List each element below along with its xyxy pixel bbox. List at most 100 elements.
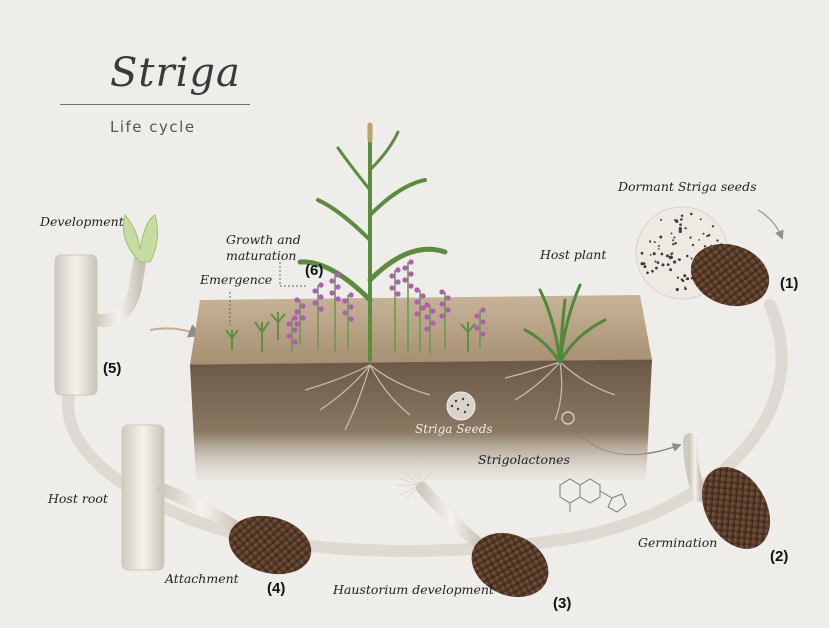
seed-speck bbox=[656, 261, 660, 264]
striga-flower bbox=[335, 296, 341, 302]
label-growth-line2: maturation bbox=[226, 248, 297, 263]
striga-flower bbox=[424, 314, 430, 320]
seed-speck bbox=[670, 232, 673, 235]
stage-number-4: (4) bbox=[267, 580, 286, 597]
striga-flower bbox=[430, 308, 436, 314]
seed-speck bbox=[675, 219, 679, 223]
label-dormant-seeds: Dormant Striga seeds bbox=[618, 179, 757, 194]
striga-flower bbox=[300, 315, 306, 321]
cycle-arc bbox=[62, 299, 788, 557]
seed-speck bbox=[659, 235, 663, 239]
seed-speck bbox=[665, 254, 669, 258]
seed-speck bbox=[669, 255, 673, 259]
striga-flower bbox=[329, 290, 335, 296]
label-germination: Germination bbox=[638, 535, 718, 550]
striga-flower bbox=[480, 331, 486, 337]
striga-flower bbox=[312, 288, 318, 294]
arrow-dormant bbox=[757, 209, 784, 240]
seed-speck bbox=[675, 287, 679, 292]
strigolactone-molecule-icon bbox=[559, 478, 627, 513]
page-subtitle: Life cycle bbox=[110, 118, 196, 136]
host-root-attachment bbox=[121, 424, 312, 575]
seed-speck bbox=[670, 252, 673, 255]
seed-speck bbox=[660, 252, 664, 256]
seed-speck bbox=[690, 212, 693, 216]
seed-speck bbox=[691, 243, 695, 247]
dormant-seed bbox=[690, 243, 770, 307]
host-roots bbox=[304, 361, 616, 431]
seed-speck bbox=[666, 263, 670, 266]
label-striga-seeds: Striga Seeds bbox=[415, 422, 493, 436]
striga-flower bbox=[389, 285, 395, 291]
stage-number-3: (3) bbox=[553, 595, 572, 612]
striga-flower bbox=[420, 305, 426, 311]
seed-speck bbox=[678, 229, 682, 234]
striga-flower bbox=[286, 321, 292, 327]
label-haustorium: Haustorium development bbox=[333, 582, 494, 597]
seed-speck bbox=[674, 242, 677, 245]
striga-flower bbox=[300, 303, 306, 309]
striga-flower bbox=[408, 271, 414, 277]
seed-speck bbox=[711, 225, 715, 228]
striga-flower bbox=[342, 310, 348, 316]
striga-flower bbox=[445, 295, 451, 301]
seed-speck bbox=[680, 278, 684, 281]
striga-flower bbox=[408, 283, 414, 289]
seed-speck bbox=[685, 278, 688, 280]
soil-block bbox=[189, 295, 653, 480]
soil-seed-cluster bbox=[446, 391, 476, 421]
seed-speck bbox=[643, 265, 647, 269]
host-plant-maize bbox=[297, 122, 448, 362]
striga-flowering-plants bbox=[286, 259, 486, 354]
germinating-seed bbox=[683, 433, 771, 549]
seed-speck bbox=[673, 236, 676, 239]
striga-flower bbox=[430, 320, 436, 326]
seed-speck bbox=[672, 243, 675, 246]
seed-speck bbox=[648, 240, 652, 243]
striga-flower bbox=[414, 311, 420, 317]
striga-flower bbox=[389, 273, 395, 279]
striga-flower bbox=[424, 302, 430, 308]
seed-speck bbox=[684, 227, 687, 230]
seed-speck bbox=[676, 276, 679, 279]
striga-flower bbox=[348, 316, 354, 322]
seed-speck bbox=[698, 239, 701, 241]
striga-flower bbox=[420, 293, 426, 299]
label-host-root: Host root bbox=[48, 491, 108, 506]
striga-flower bbox=[445, 307, 451, 313]
seed-speck bbox=[702, 232, 705, 235]
seed-speck bbox=[651, 269, 654, 273]
seed-speck bbox=[703, 245, 707, 248]
striga-flower bbox=[480, 307, 486, 313]
seed-speck bbox=[684, 286, 687, 289]
seed-speck bbox=[683, 274, 687, 278]
seed-speck bbox=[654, 266, 658, 270]
seed-speck bbox=[690, 257, 693, 260]
striga-flower bbox=[395, 291, 401, 297]
seed-speck bbox=[684, 287, 687, 290]
striga-flower bbox=[414, 299, 420, 305]
seed-speck bbox=[708, 234, 711, 237]
seed-speck bbox=[653, 241, 656, 244]
seed-speck bbox=[706, 234, 709, 238]
seed-speck bbox=[652, 252, 656, 256]
striga-flower bbox=[424, 326, 430, 332]
seed-speck bbox=[657, 248, 660, 250]
striga-flower bbox=[395, 267, 401, 273]
seed-speck bbox=[680, 214, 684, 218]
striga-flower bbox=[335, 284, 341, 290]
striga-flower bbox=[312, 300, 318, 306]
striga-flower bbox=[318, 282, 324, 288]
seed-speck bbox=[640, 251, 644, 255]
seed-speck bbox=[677, 258, 680, 260]
growth-leader-line bbox=[279, 262, 308, 287]
striga-flower bbox=[439, 301, 445, 307]
host-plant-grass bbox=[523, 283, 607, 364]
seed-speck bbox=[716, 239, 719, 242]
striga-flower bbox=[480, 319, 486, 325]
striga-flower bbox=[294, 309, 300, 315]
label-attachment: Attachment bbox=[165, 571, 239, 586]
seed-speck bbox=[649, 254, 652, 256]
stage-number-2: (2) bbox=[770, 548, 789, 565]
